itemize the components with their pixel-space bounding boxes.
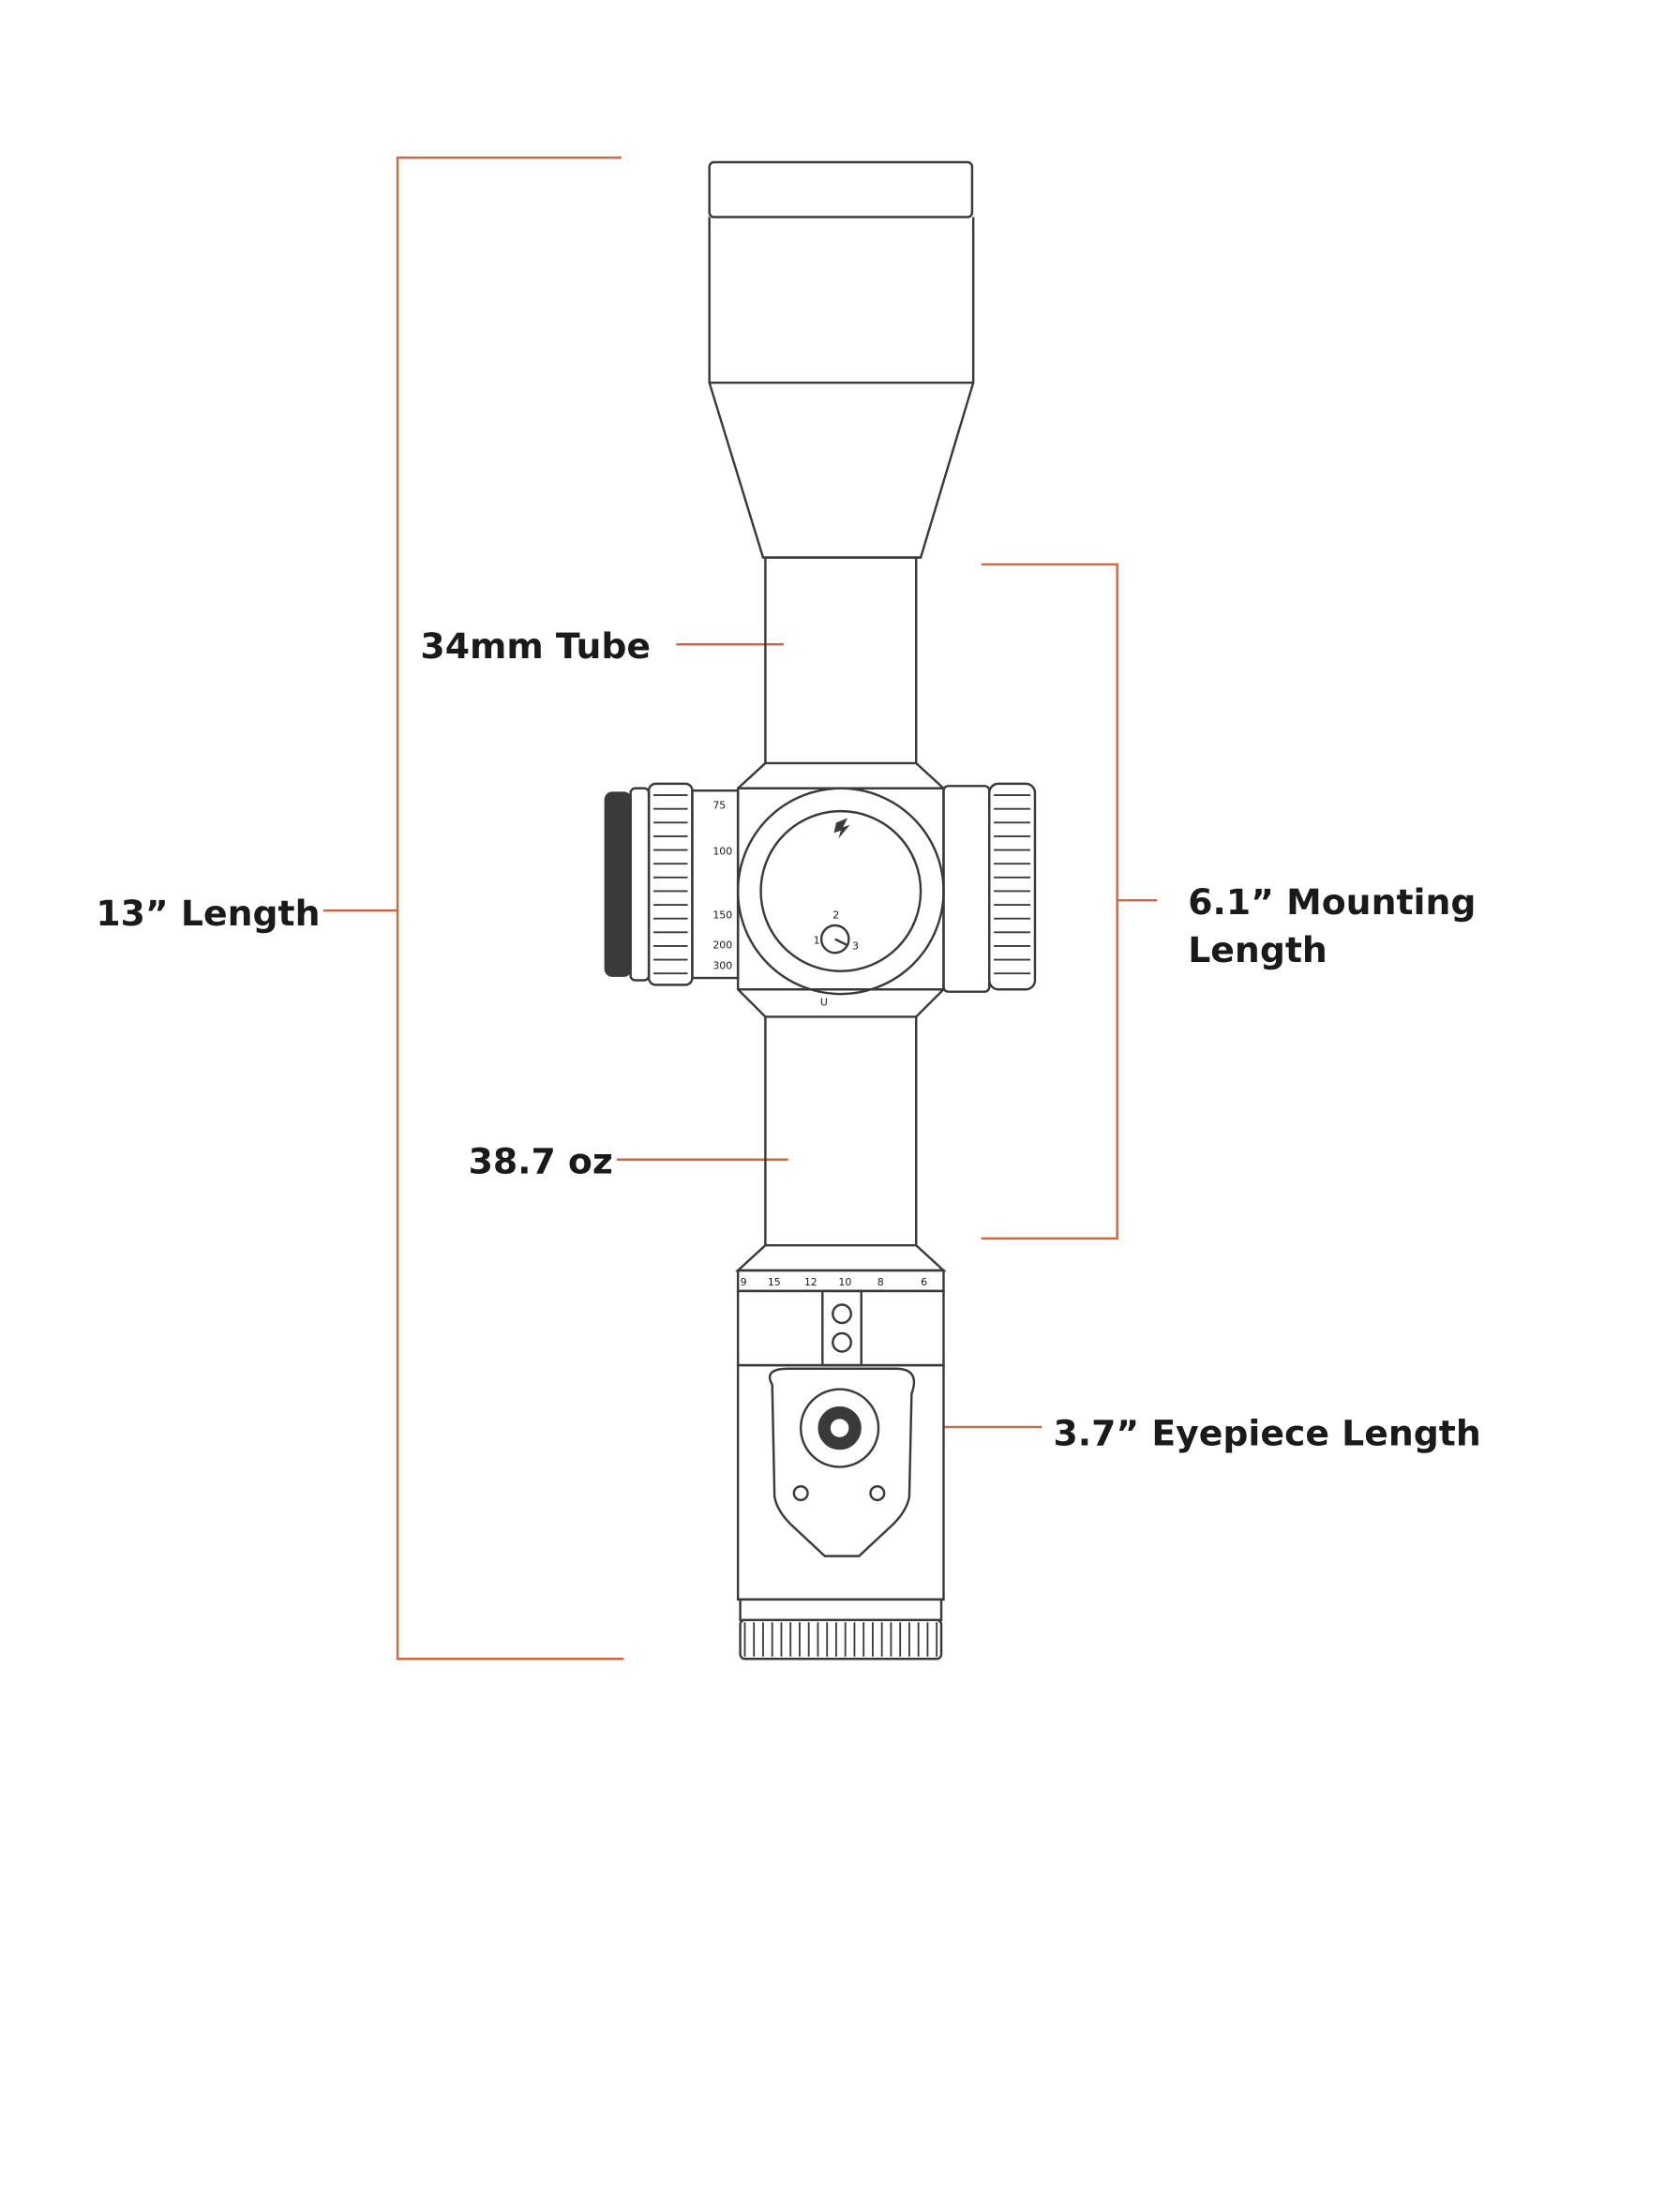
magnification-number: 6 [921, 1276, 927, 1288]
eyepiece-body [736, 1363, 945, 1601]
magnification-number: 8 [878, 1276, 884, 1288]
diopter-ring [739, 1618, 943, 1661]
riflescope-diagram: 1 2 3 U 75 100 150 200 300 9 15 12 10 8 6 [322, 156, 1158, 1661]
weight-label: 38.7 oz [468, 1141, 613, 1183]
length-label: 13” Length [96, 893, 321, 935]
battery-cap [799, 1388, 880, 1468]
magnification-number: 15 [768, 1276, 781, 1288]
side-turret [604, 782, 740, 986]
dimension-lines [322, 156, 1158, 1661]
mounting-label-line2: Length [1188, 929, 1328, 971]
elevation-dial-number: 300 [712, 959, 732, 971]
elevation-dial-number: 150 [712, 909, 732, 922]
illum-3: 3 [852, 940, 859, 953]
elevation-dial-number: 75 [712, 800, 726, 812]
screw-left [792, 1485, 809, 1502]
brand-logo [833, 818, 850, 839]
screw-right [869, 1485, 886, 1502]
length-bracket [396, 156, 624, 1661]
objective-bell [708, 217, 975, 559]
mounting-label-line1: 6.1” Mounting [1188, 881, 1477, 924]
illumination-knob [819, 924, 850, 954]
eyepiece-details [768, 1289, 916, 1557]
tube-label: 34mm Tube [420, 625, 652, 668]
eyepiece-flare [735, 1243, 947, 1272]
magnification-number: 9 [741, 1276, 747, 1288]
mounting-bracket [981, 563, 1118, 1240]
magnification-number: 10 [838, 1276, 851, 1288]
illum-1: 1 [814, 934, 820, 946]
magnification-number: 12 [804, 1276, 818, 1288]
illum-2: 2 [832, 909, 839, 922]
ocular-ring [739, 1598, 943, 1622]
fast-focus-lever [821, 1289, 862, 1367]
elevation-dial-number: 100 [712, 845, 732, 857]
elevation-dial-scale: 75 100 150 200 300 [712, 800, 732, 972]
elevation-turret: 1 2 3 U [736, 787, 945, 1008]
battery-cap-plate [768, 1367, 916, 1557]
eyepiece-label: 3.7” Eyepiece Length [1053, 1413, 1481, 1455]
elevation-dial-number: 200 [712, 939, 732, 951]
eyepiece-body-upper [736, 1289, 945, 1367]
magnification-scale: 9 15 12 10 8 6 [741, 1276, 928, 1288]
objective-cap [708, 160, 974, 218]
turret-up-mark: U [820, 996, 828, 1008]
